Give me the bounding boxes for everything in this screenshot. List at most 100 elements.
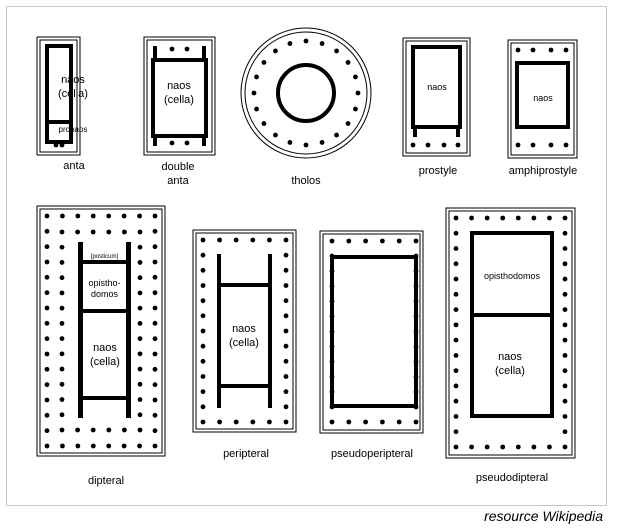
dipteral-column [137,305,143,311]
peripteral-column [283,313,289,319]
dipteral-column [59,290,65,296]
dipteral-column [137,397,143,402]
diagram-frame [6,6,607,506]
dipteral-column [59,351,65,357]
peripteral-column [283,358,289,364]
tholos-column [345,60,351,65]
dipteral-column [44,366,50,372]
dipteral-column [122,427,127,433]
amphiprostyle-column [563,47,569,53]
peripteral-column [200,283,206,288]
peripteral-column [283,389,289,395]
caption-pseudodipteral: pseudodipteral [475,472,549,484]
plan-pseudoperipteral [319,230,424,434]
pseudodipteral-column [515,215,521,221]
dipteral-column [152,259,158,265]
pseudoperipteral-column [380,238,385,244]
pseudodipteral-column [562,246,568,251]
dipteral-column [137,336,143,342]
pseudodipteral-column [453,337,459,343]
pseudoperipteral-column [413,419,419,425]
pseudodipteral-column [562,261,568,267]
pseudoperipteral-column [380,419,385,425]
room-label-double-anta-naos: naos (cella) [164,80,194,106]
amphiprostyle-column [515,47,521,53]
pseudodipteral-column [562,353,568,358]
peripteral-column [217,237,223,243]
dipteral-column [121,213,127,219]
pseudodipteral-column [562,383,568,389]
room-label-anta-naos: naos (cella) [58,74,88,100]
dipteral-column [152,320,158,326]
tholos-column [287,140,293,145]
pseudodipteral-column [469,444,474,450]
tholos-column [303,142,309,148]
dipteral-column [137,244,143,250]
dipteral-column [44,412,50,418]
peripteral-column [200,237,206,243]
pseudoperipteral-column [413,404,419,410]
pseudodipteral-column [515,444,521,450]
pseudoperipteral-column [329,389,335,395]
dipteral-column [59,427,65,433]
dipteral-column [44,336,50,342]
pseudodipteral-column [453,414,459,419]
dipteral-column [106,427,112,433]
pseudoperipteral-column [413,238,419,244]
dipteral-column [44,428,50,434]
peripteral-column [283,267,289,273]
pseudoperipteral-column [346,419,352,425]
dipteral-column [59,305,65,311]
plan-double-anta [143,36,216,156]
tholos-column [355,90,361,96]
dipteral-column [59,381,65,387]
dipteral-column [59,275,65,281]
tholos-column [273,132,278,138]
dipteral-column [75,443,81,449]
dipteral-column [44,397,50,403]
dipteral-column [137,320,143,326]
pseudoperipteral-column [329,419,335,425]
caption-prostyle: prostyle [418,165,458,177]
double-anta-column [169,140,175,146]
plan-pseudodipteral [445,207,576,459]
peripteral-column [283,343,289,349]
double-anta-column [169,46,175,52]
pseudodipteral-column [453,246,459,251]
dipteral-column [152,351,158,357]
tholos-column [319,41,325,46]
tholos-column [353,74,358,80]
room-label-prostyle-naos: naos [427,82,447,92]
pseudoperipteral-column [329,298,335,304]
dipteral-column [152,443,158,449]
dipteral-column [137,260,143,265]
room-label-anta-pronaos: pronaos [58,125,88,134]
dipteral-column [44,259,50,265]
pseudodipteral-column [562,337,568,343]
dipteral-column [59,336,65,342]
peripteral-column [200,252,206,258]
pseudodipteral-column [562,291,568,297]
dipteral-column [59,320,65,326]
dipteral-column [90,213,96,219]
pseudoperipteral-column [396,419,402,425]
pseudoperipteral-column [329,268,335,274]
dipteral-column [60,213,65,219]
dipteral-column [44,382,50,388]
double-anta-column [184,140,190,146]
peripteral-column [283,237,289,243]
peripteral-column [200,358,206,364]
pseudodipteral-column [484,215,490,221]
amphiprostyle-column [548,142,554,148]
pseudodipteral-column [547,215,552,221]
pseudoperipteral-column [363,419,368,425]
dipteral-column [75,427,80,433]
prostyle-column [455,142,461,148]
dipteral-column [137,229,143,235]
caption-tholos: tholos [291,175,321,187]
pseudoperipteral-column [413,314,419,319]
pseudodipteral-column [562,230,568,236]
pseudodipteral-column [453,322,459,328]
pseudoperipteral-column [346,238,352,244]
dipteral-column [152,336,158,342]
